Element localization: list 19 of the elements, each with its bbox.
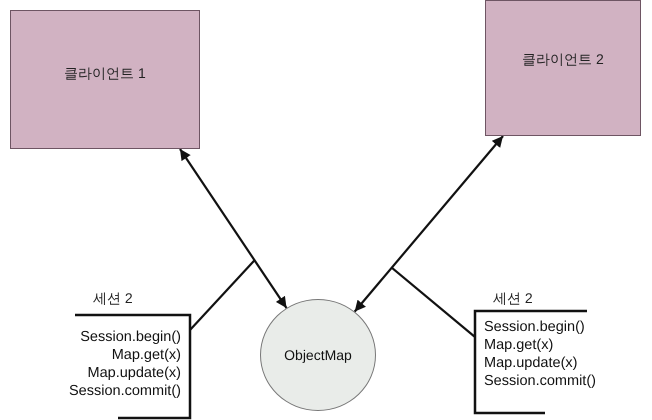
session-heading: 세션 2 xyxy=(93,289,133,308)
client-label: 클라이언트 1 xyxy=(64,64,146,83)
code-line: Session.begin() xyxy=(484,318,585,336)
client-box xyxy=(10,10,200,149)
arrow xyxy=(354,135,504,312)
code-line: Session.commit() xyxy=(484,372,596,390)
code-line: Map.update(x) xyxy=(484,354,578,372)
client-label: 클라이언트 2 xyxy=(522,50,604,69)
client-box xyxy=(485,0,641,136)
leader-line xyxy=(391,266,476,338)
object-map-label: ObjectMap xyxy=(284,346,352,365)
session-heading: 세션 2 xyxy=(493,289,533,308)
code-line: Map.get(x) xyxy=(484,336,554,354)
code-line: Session.commit() xyxy=(69,382,181,400)
leader-line xyxy=(189,260,256,331)
code-line: Map.update(x) xyxy=(88,364,181,382)
code-line: Session.begin() xyxy=(80,328,181,346)
arrow xyxy=(179,148,288,309)
code-line: Map.get(x) xyxy=(112,346,181,364)
